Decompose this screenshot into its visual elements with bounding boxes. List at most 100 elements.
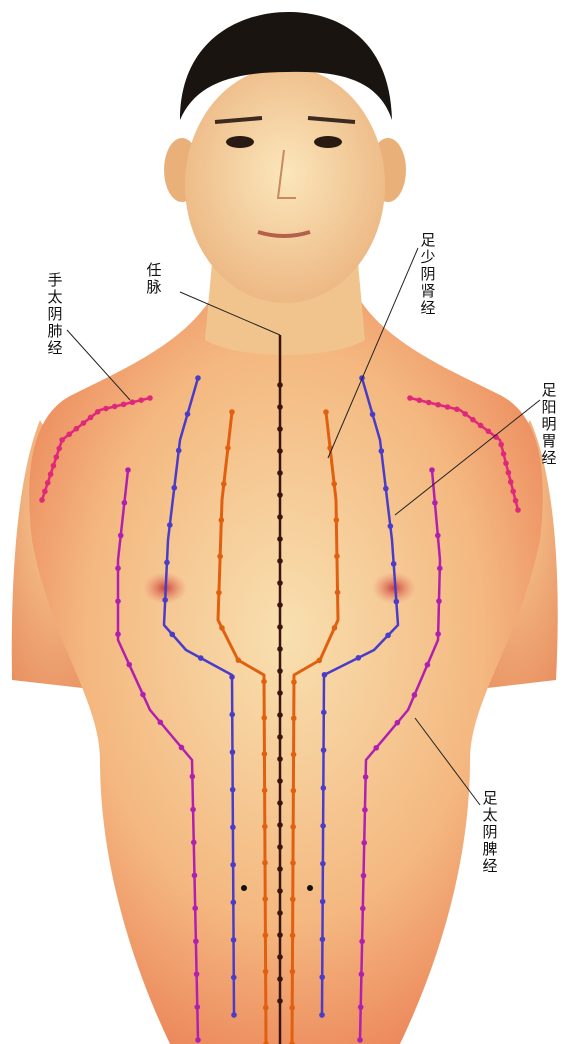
acupoint (506, 470, 512, 476)
acupoint (39, 497, 45, 503)
acupoint (130, 399, 136, 405)
acupoint (290, 896, 296, 902)
acupoint (190, 807, 196, 813)
acupoint (277, 646, 283, 652)
label-char: 足 (482, 790, 498, 807)
acupoint (277, 932, 283, 938)
acupoint (263, 932, 269, 938)
acupoint (454, 406, 460, 412)
acupoint (291, 679, 297, 685)
acupoint (277, 426, 283, 432)
acupoint (66, 431, 72, 437)
acupoint (385, 633, 391, 639)
acupoint (290, 860, 296, 866)
label-char: 少 (420, 249, 436, 266)
label-char: 手 (47, 272, 63, 289)
acupoint (290, 933, 296, 939)
acupoint (115, 631, 121, 637)
acupoint (359, 971, 365, 977)
acupoint (217, 554, 223, 560)
acupoint (290, 969, 296, 975)
acupoint (277, 712, 283, 718)
acupoint (320, 861, 326, 867)
acupoint (241, 885, 247, 891)
acupoint (357, 1037, 363, 1043)
acupoint (230, 824, 236, 830)
label-zu-shaoyin: 足少阴肾经足少阴肾经 (420, 232, 436, 317)
acupoint (277, 536, 283, 542)
label-char: 足 (541, 382, 557, 399)
acupoint (358, 1004, 364, 1010)
acupoint (147, 395, 153, 401)
acupoint (95, 409, 101, 415)
acupoint (230, 862, 236, 868)
acupoint (277, 690, 283, 696)
acupoint (231, 900, 237, 906)
acupoint (221, 481, 227, 487)
acupoint (291, 715, 297, 721)
acupoint (277, 756, 283, 762)
acupoint (277, 580, 283, 586)
label-char: 足 (420, 232, 436, 249)
acupoint (503, 460, 509, 466)
acupoint (277, 822, 283, 828)
face (185, 67, 385, 303)
acupoint (462, 411, 468, 417)
acupoint (277, 910, 283, 916)
label-char: 阴 (482, 824, 498, 841)
acupoint (323, 409, 329, 415)
acupoint (115, 565, 121, 571)
acupoint (122, 500, 128, 506)
acupoint (195, 1037, 201, 1043)
acupoint (74, 426, 80, 432)
acupoint (356, 655, 362, 661)
acupoint (320, 899, 326, 905)
label-char: 脾 (482, 841, 498, 858)
acupoint (388, 523, 394, 529)
acupoint (277, 558, 283, 564)
label-char: 阴 (420, 266, 436, 283)
acupoint (501, 451, 507, 457)
acupoint (321, 747, 327, 753)
acupoint (289, 1005, 295, 1011)
acupoint (435, 631, 441, 637)
acupoint (435, 533, 441, 539)
acupoint (437, 565, 443, 571)
label-char: 脉 (146, 279, 162, 296)
acupoint (125, 467, 131, 473)
acupoint (103, 406, 109, 412)
acupoint (45, 480, 51, 486)
acupoint (277, 778, 283, 784)
acupoint (262, 751, 268, 757)
label-char: 肾 (420, 283, 436, 300)
acupoint (54, 454, 60, 460)
label-char: 明 (541, 416, 557, 433)
label-char: 经 (482, 858, 498, 875)
acupoint (359, 939, 365, 945)
acupoint (391, 561, 397, 567)
label-zu-taiyin: 足太阴脾经足太阴脾经 (482, 790, 498, 875)
label-char: 阳 (541, 399, 557, 416)
acupoint (179, 745, 185, 751)
acupoint (262, 824, 268, 830)
acupoint (112, 404, 118, 410)
acupoint (331, 481, 337, 487)
acupoint (334, 517, 340, 523)
left-eye (226, 136, 254, 148)
acupoint (370, 412, 376, 418)
acupoint (277, 470, 283, 476)
acupoint (435, 402, 441, 408)
acupoint (192, 873, 198, 879)
acupoint (436, 598, 442, 604)
acupoint (290, 824, 296, 830)
acupoint (373, 745, 379, 751)
acupoint (229, 409, 235, 415)
acupoint (194, 971, 200, 977)
acupoint (319, 974, 325, 980)
acupoint (118, 533, 124, 539)
acupoint (198, 655, 204, 661)
acupoint (361, 840, 367, 846)
acupoint (169, 632, 175, 638)
acupoint (429, 467, 435, 473)
label-char: 肺 (47, 323, 63, 340)
